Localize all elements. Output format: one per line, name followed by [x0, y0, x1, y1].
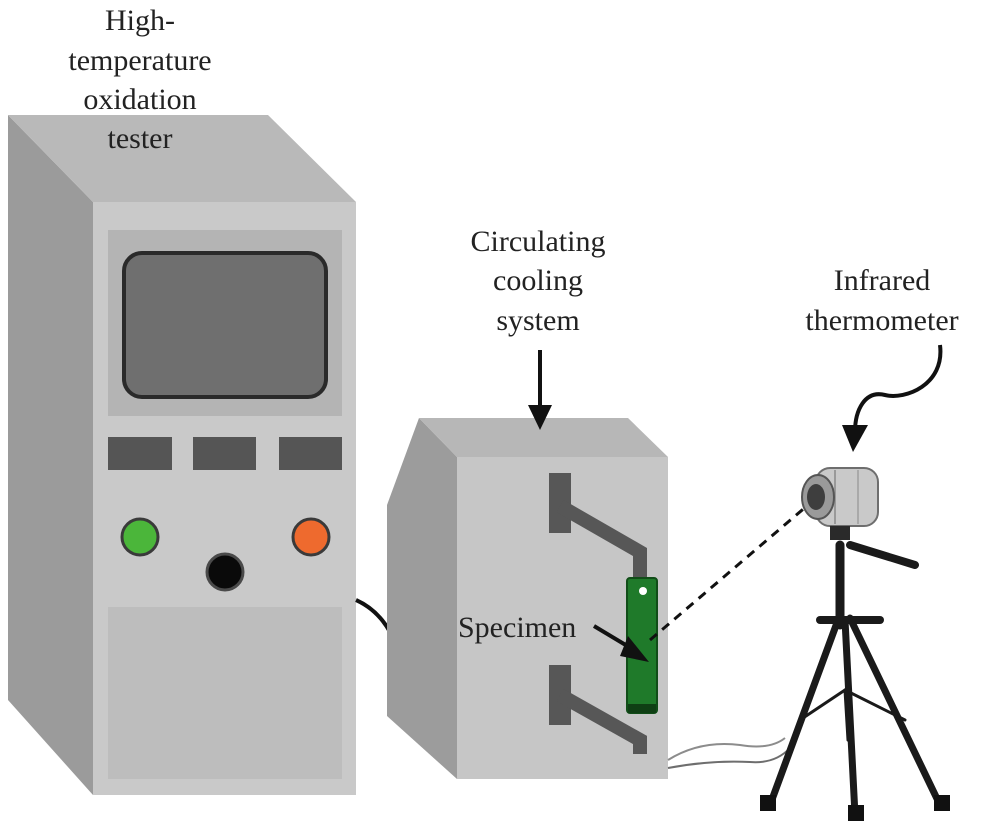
- thermometer-label-line-2: thermometer: [805, 304, 958, 337]
- tester-control-slot-1: [108, 437, 172, 470]
- cooling-arrow-head: [528, 405, 552, 430]
- cooling-system-box: [387, 418, 668, 779]
- cooling-label: Circulating cooling system: [471, 225, 606, 337]
- cooling-label-line-3: system: [496, 304, 579, 337]
- tripod-foot-left: [760, 795, 776, 811]
- connecting-cable: [355, 598, 392, 633]
- measurement-beam-line: [649, 503, 809, 642]
- tester-top-panel: [8, 115, 356, 202]
- oxidation-tester-cabinet: [8, 115, 356, 795]
- tester-lower-door: [108, 607, 342, 779]
- tester-control-slot-2: [193, 437, 256, 470]
- cooling-side-panel: [387, 418, 457, 779]
- tripod-icon: [766, 540, 944, 819]
- green-button-icon: [120, 517, 160, 557]
- cooling-top-panel: [419, 418, 668, 457]
- lower-holder-arm: [556, 688, 647, 754]
- infrared-thermometer: [760, 467, 950, 821]
- tester-control-slot-3: [279, 437, 342, 470]
- infrared-thermometer-sensor-icon: [801, 467, 879, 540]
- tester-label-line-4: tester: [108, 122, 173, 155]
- tester-label-line-1: High-: [105, 4, 175, 37]
- tester-label-line-2: temperature: [68, 44, 211, 77]
- tester-label-line-3: oxidation: [83, 83, 196, 116]
- tester-display-screen: [122, 251, 328, 399]
- specimen-label: Specimen: [458, 611, 576, 644]
- specimen-hole: [639, 587, 647, 595]
- upper-holder-plate: [549, 473, 571, 533]
- thermometer-arrow-shaft: [853, 344, 943, 433]
- thermometer-label-line-1: Infrared: [834, 264, 931, 297]
- specimen-arrow-head: [620, 636, 649, 662]
- black-knob-icon: [205, 552, 245, 592]
- cooling-label-line-1: Circulating: [471, 225, 606, 258]
- thermometer-label: Infrared thermometer: [805, 264, 958, 337]
- arrows: [528, 344, 943, 662]
- tester-label: High- temperature oxidation tester: [68, 4, 211, 155]
- orange-button-icon: [291, 517, 331, 557]
- specimen-bottom-edge: [628, 704, 656, 713]
- thermometer-cable: [667, 737, 786, 761]
- tester-side-panel: [8, 115, 93, 795]
- tripod-foot-middle: [848, 805, 864, 821]
- cooling-label-line-2: cooling: [493, 264, 583, 297]
- thermometer-arrow-head: [842, 425, 868, 452]
- thermometer-cable-2: [667, 747, 791, 769]
- tripod-foot-right: [934, 795, 950, 811]
